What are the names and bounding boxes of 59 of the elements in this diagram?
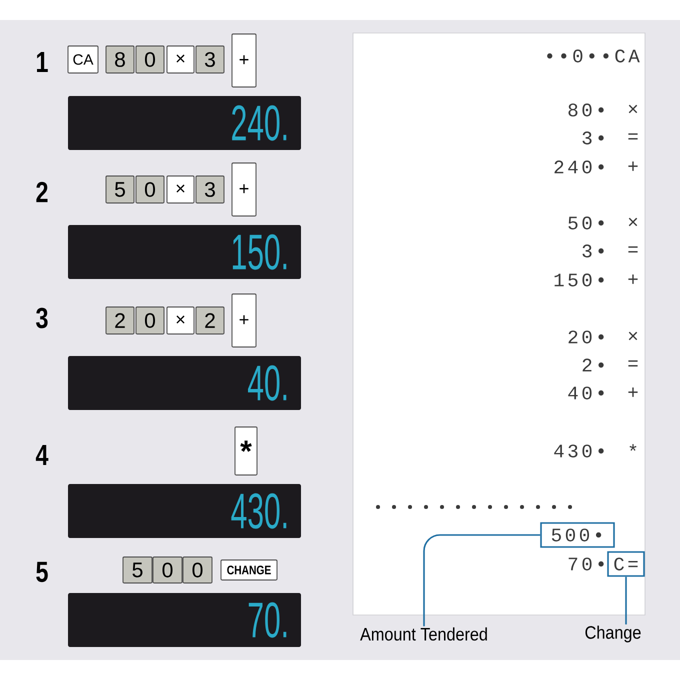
key: CHANGE xyxy=(220,560,278,580)
key: 0 xyxy=(136,176,164,204)
key: + xyxy=(232,162,256,216)
display-screen: 240. xyxy=(68,96,301,150)
display-screen: 150. xyxy=(68,225,301,279)
printed-number: 80• xyxy=(568,104,604,116)
leader-line xyxy=(423,534,540,626)
printed-number: 3• xyxy=(582,244,604,258)
key: 0 xyxy=(136,306,164,334)
key: × xyxy=(166,46,194,74)
printed-symbol: + xyxy=(628,388,638,397)
callout-label: Amount Tendered xyxy=(360,627,487,641)
key: * xyxy=(234,426,258,476)
key: 2 xyxy=(106,306,134,334)
display-screen: 430. xyxy=(68,484,301,538)
display-screen: 40. xyxy=(68,356,301,410)
printed-number: 50• xyxy=(568,216,604,230)
leader-line xyxy=(625,576,627,624)
key: 5 xyxy=(122,556,152,584)
printed-symbol: × xyxy=(628,104,638,114)
key: 8 xyxy=(106,46,134,74)
printed-symbol: = xyxy=(628,246,638,252)
key: × xyxy=(166,306,194,334)
printed-symbol: = xyxy=(628,360,638,366)
step-number: 1 xyxy=(37,52,48,72)
step-number: 5 xyxy=(36,562,48,582)
highlight-box: C= xyxy=(607,551,645,577)
step-number: 3 xyxy=(36,308,48,328)
key: 0 xyxy=(182,556,212,584)
step-number: 2 xyxy=(36,182,48,202)
printed-number: 150• xyxy=(554,274,604,286)
key: 3 xyxy=(196,176,224,204)
printed-symbol: * xyxy=(630,444,636,451)
key: 0 xyxy=(152,556,182,584)
key: 5 xyxy=(106,176,134,204)
printed-number: 240• xyxy=(554,160,604,174)
printed-symbol: + xyxy=(628,274,638,284)
printed-number: 70• xyxy=(568,558,604,570)
key: 0 xyxy=(136,46,164,74)
printed-number: 3• xyxy=(582,132,604,144)
callout-label: Change xyxy=(585,626,641,642)
highlight-box: 500• xyxy=(540,522,615,548)
display-screen: 70. xyxy=(68,593,301,647)
printed-number: 40• xyxy=(568,386,604,400)
step-number: 4 xyxy=(36,445,48,465)
printed-symbol: = xyxy=(628,133,638,140)
key: 3 xyxy=(196,46,224,74)
printed-symbol: × xyxy=(628,332,638,340)
printed-line: ••0••CA xyxy=(547,50,640,62)
printed-number: 20• xyxy=(568,330,604,344)
key: + xyxy=(232,34,256,88)
printed-symbol: × xyxy=(628,218,638,226)
key: + xyxy=(232,294,256,348)
printed-number: 2• xyxy=(582,358,604,372)
key: 2 xyxy=(196,306,224,334)
printed-number: 430• xyxy=(554,444,604,458)
printed-symbol: + xyxy=(628,162,638,171)
key: × xyxy=(166,176,194,204)
key: CA xyxy=(68,46,98,74)
